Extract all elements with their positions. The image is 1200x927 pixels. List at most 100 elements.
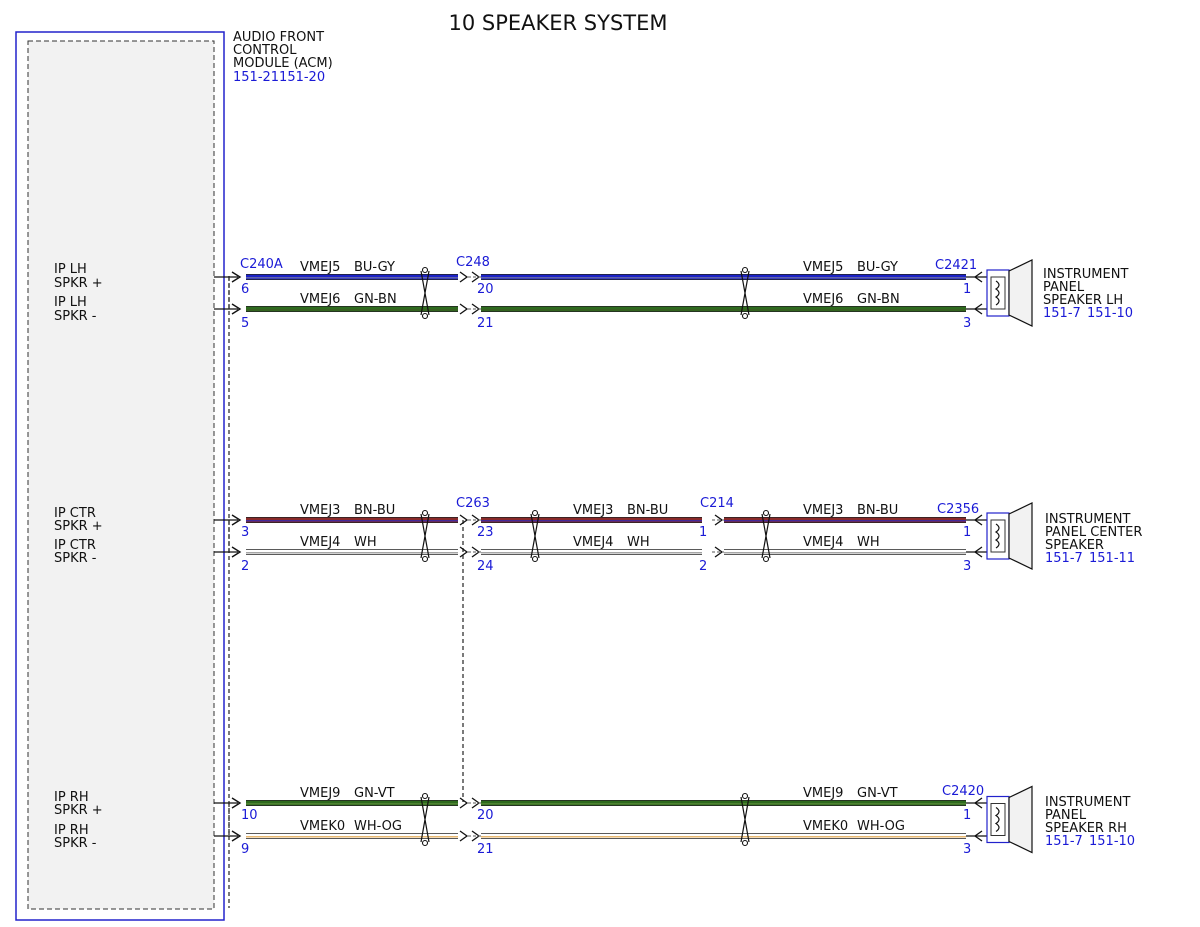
arrow-icon — [459, 271, 469, 283]
acm-label-lh-plus-1: IP LH — [54, 262, 87, 277]
acm-module-inner — [27, 40, 215, 910]
acm-pin-labels: IP LH SPKR + IP LH SPKR - IP CTR SPKR + … — [54, 262, 103, 851]
speaker-reference[interactable]: 151-10 — [1087, 306, 1133, 321]
circuit-number-label: VMEK0 — [300, 819, 345, 834]
acm-label-rh-plus-2: SPKR + — [54, 803, 103, 818]
module-label-line-1: AUDIO FRONT — [233, 30, 324, 45]
speaker-reference[interactable]: 151-7 — [1045, 834, 1083, 849]
speaker-cone-icon — [1008, 502, 1033, 570]
wire-color-label: WH — [354, 535, 377, 550]
speaker-reference[interactable]: 151-7 — [1043, 306, 1081, 321]
speaker-reference[interactable]: 151-10 — [1089, 834, 1135, 849]
c214-pin-number[interactable]: 2 — [699, 559, 707, 574]
diagram-title: 10 SPEAKER SYSTEM — [448, 11, 667, 35]
acm-pin-number[interactable]: 3 — [241, 525, 249, 540]
mid-pin-number[interactable]: 23 — [477, 525, 494, 540]
module-label-line-2: CONTROL — [233, 43, 297, 58]
speaker-label-line: SPEAKER RH — [1045, 821, 1127, 836]
acm-label-ctr-minus-1: IP CTR — [54, 538, 96, 553]
circuit-number-label: VMEJ9 — [300, 786, 340, 801]
circuit-number-label: VMEJ3 — [803, 503, 843, 518]
arrow-icon — [231, 514, 242, 526]
circuit-number-label: VMEJ4 — [573, 535, 613, 550]
wire-color-label: WH — [627, 535, 650, 550]
arrow-icon — [231, 797, 242, 809]
wire-color-label: GN-VT — [857, 786, 898, 801]
acm-label-lh-plus-2: SPKR + — [54, 276, 103, 291]
acm-pin-number[interactable]: 9 — [241, 842, 249, 857]
speaker-coil-icon — [994, 280, 1000, 306]
mid-pin-number[interactable]: 24 — [477, 559, 494, 574]
acm-label-lh-minus-1: IP LH — [54, 295, 87, 310]
speaker-label-line: INSTRUMENT — [1045, 512, 1130, 527]
acm-pin-number[interactable]: 5 — [241, 316, 249, 331]
speaker-coil-box — [990, 803, 1006, 836]
arrow-icon — [973, 271, 983, 283]
speaker-pin-number[interactable]: 3 — [963, 842, 971, 857]
connector-c248[interactable]: C248 — [456, 255, 490, 270]
acm-pin-number[interactable]: 10 — [241, 808, 258, 823]
speaker-label-line: PANEL — [1045, 808, 1087, 823]
mid-pin-number[interactable]: 21 — [477, 316, 494, 331]
arrow-icon — [459, 546, 469, 558]
module-reference[interactable]: 151-21151-20 — [233, 70, 325, 85]
connector-c214[interactable]: C214 — [700, 496, 734, 511]
circuit-number-label: VMEJ5 — [300, 260, 340, 275]
speaker-reference[interactable]: 151-7 — [1045, 551, 1083, 566]
speaker-pin-number[interactable]: 1 — [963, 525, 971, 540]
arrow-icon — [973, 514, 983, 526]
connector-c2421[interactable]: C2421 — [935, 258, 977, 273]
wire-color-label: GN-VT — [354, 786, 395, 801]
mid-pin-number[interactable]: 20 — [477, 808, 494, 823]
arrow-icon — [231, 830, 242, 842]
speaker-reference[interactable]: 151-11 — [1089, 551, 1135, 566]
circuit-number-label: VMEK0 — [803, 819, 848, 834]
speaker-coil-box — [990, 276, 1006, 310]
arrow-icon — [459, 303, 469, 315]
acm-label-ctr-plus-1: IP CTR — [54, 506, 96, 521]
speaker-cone-icon — [1008, 259, 1033, 327]
twisted-pair-icon — [761, 509, 771, 563]
wire-color-label: BU-GY — [857, 260, 898, 275]
speaker-pin-number[interactable]: 1 — [963, 808, 971, 823]
speaker-label-line: PANEL — [1043, 280, 1085, 295]
speaker-label-line: INSTRUMENT — [1045, 795, 1130, 810]
wire-color-label: BN-BU — [857, 503, 898, 518]
connector-c2356[interactable]: C2356 — [937, 502, 979, 517]
c214-pin-number[interactable]: 1 — [699, 525, 707, 540]
twisted-pair-icon — [740, 266, 750, 320]
speaker-pin-number[interactable]: 3 — [963, 316, 971, 331]
mid-pin-number[interactable]: 21 — [477, 842, 494, 857]
arrow-icon — [459, 797, 469, 809]
circuit-number-label: VMEJ4 — [300, 535, 340, 550]
acm-pin-number[interactable]: 2 — [241, 559, 249, 574]
connector-c2420[interactable]: C2420 — [942, 784, 984, 799]
mid-pin-number[interactable]: 20 — [477, 282, 494, 297]
acm-label-ctr-minus-2: SPKR - — [54, 551, 97, 566]
arrow-icon — [973, 797, 983, 809]
twisted-pair-icon — [530, 509, 540, 563]
twisted-pair-icon — [420, 792, 430, 847]
acm-pin-number[interactable]: 6 — [241, 282, 249, 297]
speaker-pin-number[interactable]: 3 — [963, 559, 971, 574]
speaker-pin-number[interactable]: 1 — [963, 282, 971, 297]
circuit-number-label: VMEJ3 — [573, 503, 613, 518]
arrow-icon — [231, 303, 242, 315]
arrow-icon — [973, 830, 983, 842]
acm-label-rh-minus-2: SPKR - — [54, 836, 97, 851]
connector-c240a[interactable]: C240A — [240, 257, 283, 272]
circuit-number-label: VMEJ6 — [803, 292, 843, 307]
circuit-number-label: VMEJ6 — [300, 292, 340, 307]
arrow-icon — [459, 830, 469, 842]
arrow-icon — [231, 271, 242, 283]
connector-c263[interactable]: C263 — [456, 496, 490, 511]
